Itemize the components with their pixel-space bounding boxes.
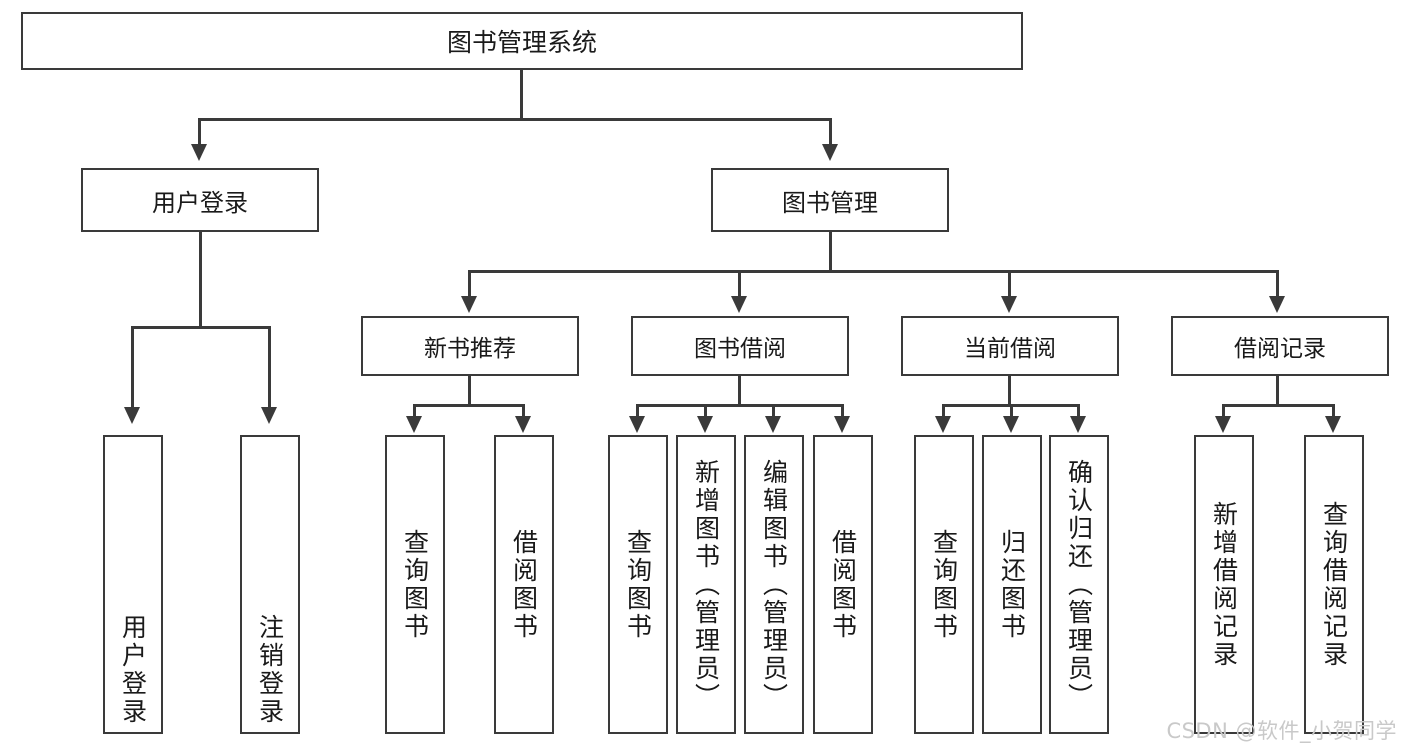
node-label: 当前借阅 bbox=[964, 336, 1056, 362]
arrowhead-borrowrecords-query bbox=[1325, 416, 1341, 433]
arrowhead-new-book-rec bbox=[461, 296, 477, 313]
leaf-newbook-borrow-books[interactable]: 借阅图书 bbox=[494, 435, 554, 734]
connector-user-login-drop-2 bbox=[268, 326, 271, 409]
arrowhead-newbook-borrow-books bbox=[515, 416, 531, 433]
leaf-borrowrecords-query-record[interactable]: 查询借阅记录 bbox=[1304, 435, 1364, 734]
node-user-login[interactable]: 用户登录 bbox=[81, 168, 319, 232]
arrowhead-bookborrow-edit bbox=[765, 416, 781, 433]
arrowhead-currentborrow-return bbox=[1003, 416, 1019, 433]
node-book-management[interactable]: 图书管理 bbox=[711, 168, 949, 232]
connector-newbook-stem bbox=[468, 376, 471, 404]
connector-borrowrecords-drop-1 bbox=[1222, 404, 1225, 418]
leaf-currentborrow-return-book[interactable]: 归还图书 bbox=[982, 435, 1042, 734]
node-label: 查询图书 bbox=[623, 528, 653, 641]
node-book-borrow[interactable]: 图书借阅 bbox=[631, 316, 849, 376]
watermark-text: CSDN @软件_小贺同学 bbox=[1166, 719, 1397, 743]
connector-bookborrow-stem bbox=[738, 376, 741, 404]
connector-bookborrow-drop-3 bbox=[772, 404, 775, 418]
node-label: 借阅记录 bbox=[1234, 336, 1326, 362]
arrowhead-borrowrecords-add bbox=[1215, 416, 1231, 433]
node-label: 图书管理系统 bbox=[446, 28, 597, 57]
leaf-currentborrow-confirm-return[interactable]: 确认归还（管理员） bbox=[1049, 435, 1109, 734]
connector-root-stem bbox=[520, 70, 523, 118]
arrowhead-currentborrow-confirm bbox=[1070, 416, 1086, 433]
arrowhead-bookborrow-query bbox=[629, 416, 645, 433]
arrowhead-user-login bbox=[191, 144, 207, 161]
connector-book-mgmt-stem bbox=[829, 232, 832, 270]
arrowhead-borrow-records bbox=[1269, 296, 1285, 313]
node-label: 编辑图书（管理员） bbox=[759, 458, 789, 711]
connector-book-mgmt-drop-2 bbox=[738, 270, 741, 298]
node-new-book-recommendation[interactable]: 新书推荐 bbox=[361, 316, 579, 376]
node-root-library-system[interactable]: 图书管理系统 bbox=[21, 12, 1023, 70]
node-label: 借阅图书 bbox=[509, 528, 539, 641]
node-label: 查询图书 bbox=[400, 528, 430, 641]
connector-user-login-bus bbox=[131, 326, 271, 329]
node-label: 新增借阅记录 bbox=[1209, 500, 1239, 669]
arrowhead-current-borrow bbox=[1001, 296, 1017, 313]
connector-book-mgmt-drop-3 bbox=[1008, 270, 1011, 298]
node-label: 图书借阅 bbox=[694, 336, 786, 362]
connector-book-mgmt-bus bbox=[468, 270, 1279, 273]
node-label: 用户登录 bbox=[152, 188, 248, 217]
node-label: 确认归还（管理员） bbox=[1064, 458, 1094, 711]
node-label: 用户登录 bbox=[118, 614, 148, 726]
node-label: 查询借阅记录 bbox=[1319, 500, 1349, 669]
connector-newbook-drop-1 bbox=[413, 404, 416, 418]
node-label: 新书推荐 bbox=[424, 336, 516, 362]
leaf-bookborrow-edit-book[interactable]: 编辑图书（管理员） bbox=[744, 435, 804, 734]
leaf-currentborrow-query-books[interactable]: 查询图书 bbox=[914, 435, 974, 734]
connector-borrowrecords-bus bbox=[1222, 404, 1335, 407]
leaf-bookborrow-borrow-book[interactable]: 借阅图书 bbox=[813, 435, 873, 734]
connector-currentborrow-stem bbox=[1008, 376, 1011, 404]
connector-bookborrow-bus bbox=[636, 404, 844, 407]
node-label: 图书管理 bbox=[782, 188, 878, 217]
connector-newbook-bus bbox=[413, 404, 525, 407]
leaf-borrowrecords-add-record[interactable]: 新增借阅记录 bbox=[1194, 435, 1254, 734]
connector-bookborrow-drop-1 bbox=[636, 404, 639, 418]
connector-currentborrow-drop-1 bbox=[942, 404, 945, 418]
connector-user-login-stem bbox=[199, 232, 202, 326]
connector-currentborrow-drop-3 bbox=[1077, 404, 1080, 418]
connector-borrowrecords-stem bbox=[1276, 376, 1279, 404]
connector-root-bus bbox=[198, 118, 832, 121]
leaf-bookborrow-query-books[interactable]: 查询图书 bbox=[608, 435, 668, 734]
connector-user-login-drop-1 bbox=[131, 326, 134, 409]
arrowhead-book-borrow bbox=[731, 296, 747, 313]
node-label: 归还图书 bbox=[997, 528, 1027, 641]
connector-currentborrow-drop-2 bbox=[1010, 404, 1013, 418]
node-label: 新增图书（管理员） bbox=[691, 458, 721, 711]
arrowhead-currentborrow-query bbox=[935, 416, 951, 433]
leaf-user-login[interactable]: 用户登录 bbox=[103, 435, 163, 734]
connector-book-mgmt-drop-1 bbox=[468, 270, 471, 298]
connector-bookborrow-drop-2 bbox=[704, 404, 707, 418]
arrowhead-bookborrow-add bbox=[697, 416, 713, 433]
node-label: 借阅图书 bbox=[828, 528, 858, 641]
arrowhead-leaf-user-login bbox=[124, 407, 140, 424]
connector-bookborrow-drop-4 bbox=[841, 404, 844, 418]
arrowhead-newbook-query-books bbox=[406, 416, 422, 433]
arrowhead-leaf-logout bbox=[261, 407, 277, 424]
leaf-logout[interactable]: 注销登录 bbox=[240, 435, 300, 734]
node-current-borrow[interactable]: 当前借阅 bbox=[901, 316, 1119, 376]
node-borrow-records[interactable]: 借阅记录 bbox=[1171, 316, 1389, 376]
node-label: 注销登录 bbox=[255, 614, 285, 726]
connector-root-to-book-mgmt bbox=[829, 118, 832, 146]
arrowhead-bookborrow-borrow bbox=[834, 416, 850, 433]
connector-book-mgmt-drop-4 bbox=[1276, 270, 1279, 298]
connector-root-to-user-login bbox=[198, 118, 201, 146]
arrowhead-book-mgmt bbox=[822, 144, 838, 161]
leaf-bookborrow-add-book[interactable]: 新增图书（管理员） bbox=[676, 435, 736, 734]
node-label: 查询图书 bbox=[929, 528, 959, 641]
leaf-newbook-query-books[interactable]: 查询图书 bbox=[385, 435, 445, 734]
connector-newbook-drop-2 bbox=[522, 404, 525, 418]
connector-borrowrecords-drop-2 bbox=[1332, 404, 1335, 418]
